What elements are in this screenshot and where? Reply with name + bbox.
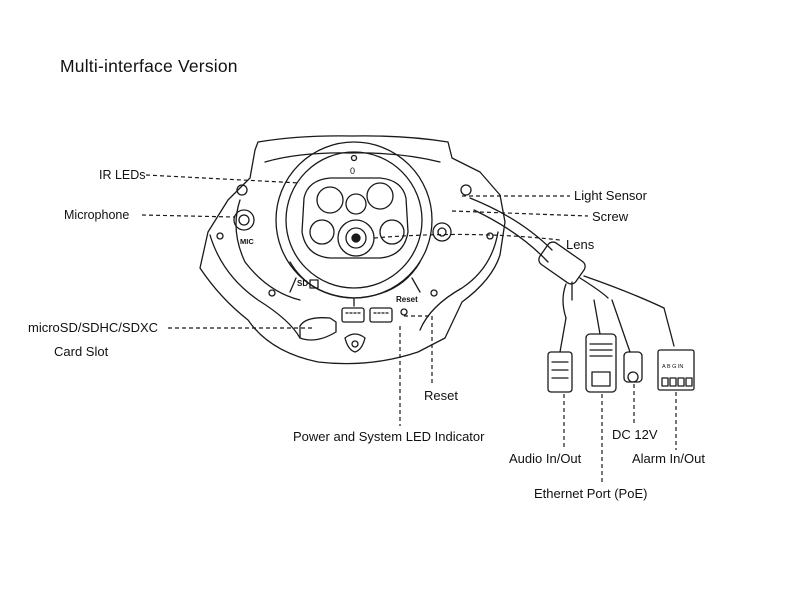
label-screw: Screw xyxy=(592,209,629,224)
label-reset: Reset xyxy=(424,388,458,403)
ir-led xyxy=(345,193,367,215)
ir-led xyxy=(309,219,335,245)
zero-marking: 0 xyxy=(350,166,355,176)
page-title: Multi-interface Version xyxy=(60,56,238,76)
label-audio: Audio In/Out xyxy=(509,451,582,466)
dc-connector xyxy=(623,351,643,383)
label-microphone: Microphone xyxy=(64,208,130,222)
camera-housing xyxy=(199,135,506,365)
label-lens: Lens xyxy=(566,237,595,252)
leader-ir-leds xyxy=(145,174,301,184)
reset-marking: Reset xyxy=(396,295,418,304)
cable-bundle xyxy=(469,197,553,263)
reset-button xyxy=(400,308,408,316)
mic-marking: MIC xyxy=(240,237,254,246)
label-microsd-line2: Card Slot xyxy=(54,344,109,359)
ir-led xyxy=(379,219,405,245)
label-microsd-line1: microSD/SDHC/SDXC xyxy=(28,320,159,335)
ir-led xyxy=(366,182,394,210)
cable-gland xyxy=(538,241,586,285)
sd-marking: SD xyxy=(297,279,308,288)
label-alarm: Alarm In/Out xyxy=(632,451,705,466)
leader-reset xyxy=(404,315,433,384)
alarm-terminal xyxy=(657,349,695,391)
label-dc: DC 12V xyxy=(612,427,658,442)
microphone-port xyxy=(233,209,255,231)
alarm-pin-marking: A B G IN xyxy=(662,364,683,370)
ethernet-connector xyxy=(585,333,617,393)
leader-lens xyxy=(373,233,561,241)
sd-card-slot xyxy=(299,317,337,341)
board-connector xyxy=(369,307,393,323)
label-light-sensor: Light Sensor xyxy=(574,188,647,203)
board-connector xyxy=(341,307,365,323)
audio-connector xyxy=(547,351,573,393)
label-ethernet: Ethernet Port (PoE) xyxy=(534,486,648,501)
leader-screw xyxy=(451,210,589,217)
leader-microphone xyxy=(141,214,235,218)
label-ir-leds: IR LEDs xyxy=(99,168,146,182)
screw xyxy=(432,222,452,242)
ir-led xyxy=(316,186,344,214)
label-power-led: Power and System LED Indicator xyxy=(293,429,485,444)
